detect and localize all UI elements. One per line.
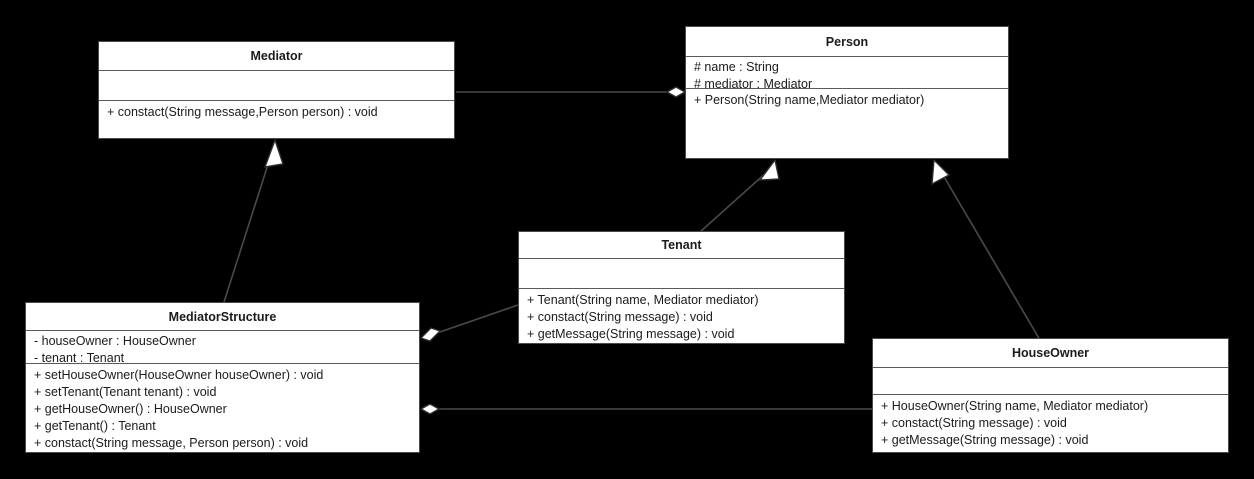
- class-attributes-house-owner: [873, 368, 1228, 395]
- class-box-tenant[interactable]: Tenant + Tenant(String name, Mediator me…: [518, 231, 845, 344]
- class-title-mediator: Mediator: [99, 42, 454, 71]
- operation-item: + getTenant() : Tenant: [34, 419, 156, 433]
- aggregation-diamond: [665, 86, 687, 98]
- operation-item: + Tenant(String name, Mediator mediator): [527, 293, 759, 307]
- class-operations-person: + Person(String name,Mediator mediator): [686, 89, 1008, 158]
- generalization-arrowhead: [263, 137, 284, 168]
- class-operations-mediator: + constact(String message,Person person)…: [99, 101, 454, 138]
- aggregation-diamond: [419, 403, 441, 415]
- edge-mediator-person-aggregation[interactable]: [456, 86, 687, 98]
- operation-item: + constact(String message) : void: [881, 416, 1067, 430]
- class-operations-house-owner: + HouseOwner(String name, Mediator media…: [873, 395, 1228, 452]
- operation-item: + constact(String message,Person person)…: [107, 105, 378, 119]
- class-box-person[interactable]: Person # name : String # mediator : Medi…: [685, 26, 1009, 159]
- attribute-item: # mediator : Mediator: [694, 77, 813, 89]
- operation-item: + setHouseOwner(HouseOwner houseOwner) :…: [34, 368, 324, 382]
- aggregation-diamond: [419, 327, 442, 342]
- operation-item: + constact(String message) : void: [527, 310, 713, 324]
- generalization-arrowhead: [931, 158, 951, 186]
- class-operations-mediator-structure: + setHouseOwner(HouseOwner houseOwner) :…: [26, 364, 419, 452]
- operation-item: + constact(String message, Person person…: [34, 436, 309, 450]
- operation-item: + HouseOwner(String name, Mediator media…: [881, 399, 1149, 413]
- operation-item: + setTenant(Tenant tenant) : void: [34, 385, 217, 399]
- attribute-item: - houseOwner : HouseOwner: [34, 334, 196, 348]
- edge-mediatorstructure-mediator-generalization[interactable]: [223, 137, 284, 303]
- operation-item: + getMessage(String message) : void: [527, 327, 735, 341]
- operation-item: + Person(String name,Mediator mediator): [694, 93, 925, 107]
- class-box-mediator-structure[interactable]: MediatorStructure - houseOwner : HouseOw…: [25, 302, 420, 453]
- attribute-item: - tenant : Tenant: [34, 351, 125, 364]
- class-attributes-mediator-structure: - houseOwner : HouseOwner - tenant : Ten…: [26, 331, 419, 364]
- edge-mediatorstructure-tenant-aggregation[interactable]: [419, 304, 519, 342]
- class-title-tenant: Tenant: [519, 232, 844, 259]
- edge-tenant-person-generalization[interactable]: [699, 158, 780, 233]
- generalization-arrowhead: [758, 158, 780, 181]
- operation-item: + getHouseOwner() : HouseOwner: [34, 402, 227, 416]
- attribute-item: # name : String: [694, 60, 779, 74]
- class-title-person: Person: [686, 27, 1008, 57]
- class-operations-tenant: + Tenant(String name, Mediator mediator)…: [519, 289, 844, 343]
- class-title-mediator-structure: MediatorStructure: [26, 303, 419, 331]
- class-title-house-owner: HouseOwner: [873, 339, 1228, 368]
- operation-item: + getMessage(String message) : void: [881, 433, 1089, 447]
- class-attributes-person: # name : String # mediator : Mediator: [686, 57, 1008, 89]
- class-box-mediator[interactable]: Mediator + constact(String message,Perso…: [98, 41, 455, 139]
- class-attributes-tenant: [519, 259, 844, 289]
- edge-mediatorstructure-houseowner-aggregation[interactable]: [419, 403, 872, 415]
- class-box-house-owner[interactable]: HouseOwner + HouseOwner(String name, Med…: [872, 338, 1229, 453]
- class-attributes-mediator: [99, 71, 454, 101]
- edge-houseowner-person-generalization[interactable]: [931, 158, 1041, 341]
